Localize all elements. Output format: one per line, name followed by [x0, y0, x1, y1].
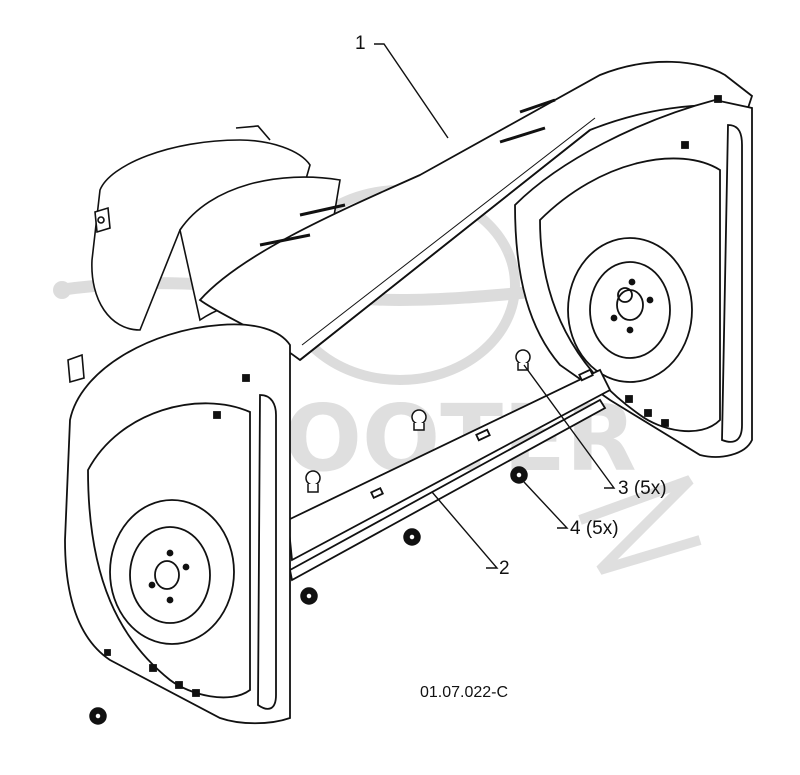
leader-part4: [523, 481, 569, 529]
leader-part3: [523, 364, 616, 489]
callout-part-4: 4 (5x): [570, 518, 619, 539]
leader-lines: [374, 43, 616, 569]
callout-part-1: 1: [355, 33, 366, 54]
callout-part-2: 2: [499, 558, 510, 579]
carriage-bolts: [305, 349, 531, 493]
hex-nuts: [89, 466, 528, 725]
callout-part-3: 3 (5x): [618, 478, 667, 499]
leader-part1: [374, 43, 449, 139]
leader-part2: [431, 491, 499, 569]
reference-code: 01.07.022-C: [420, 684, 509, 701]
scraper-bar: [287, 368, 612, 582]
right-side-plate: [514, 95, 753, 458]
left-side-plate: [64, 323, 291, 725]
